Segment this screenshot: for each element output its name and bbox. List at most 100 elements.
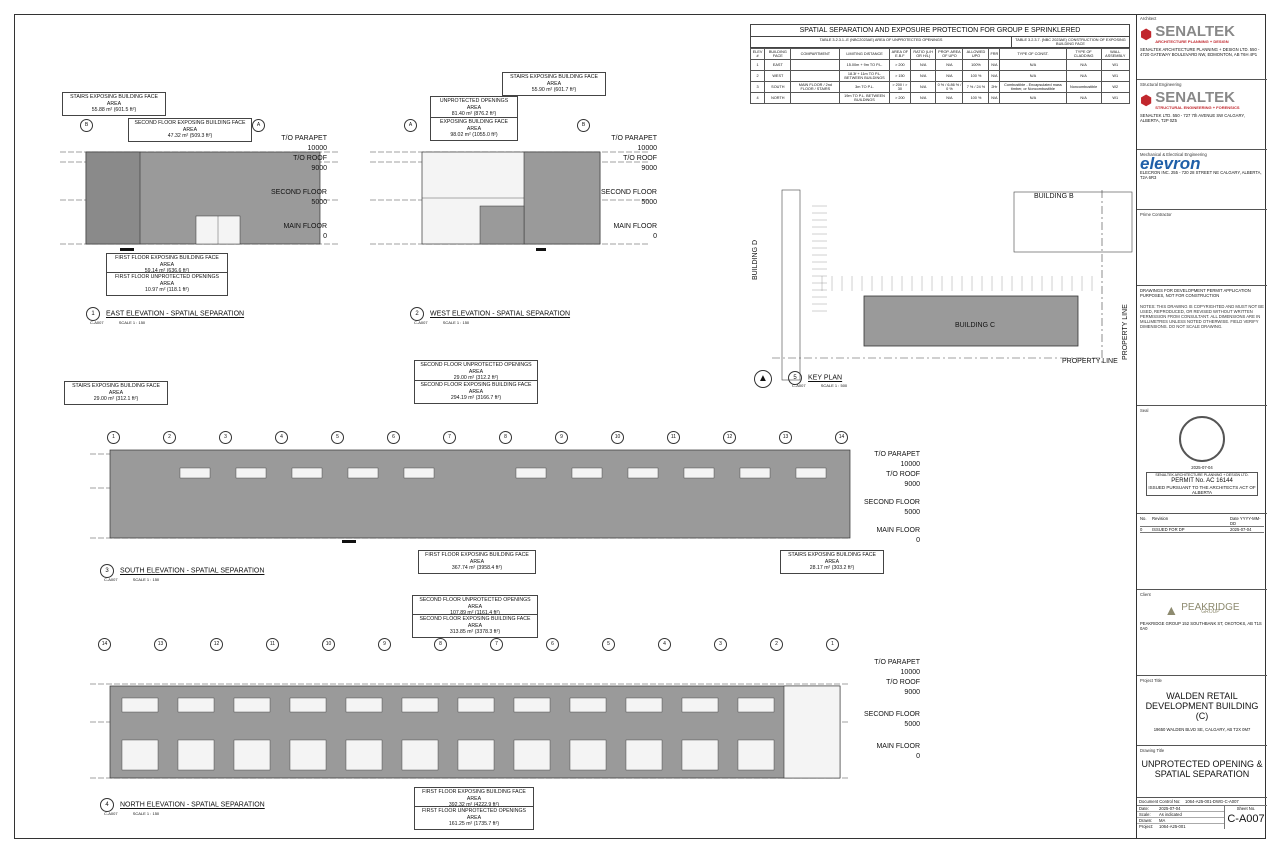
east-callout-second-ebf: SECOND FLOOR EXPOSING BUILDING FACE AREA… — [128, 118, 252, 142]
west-grid-b: B — [577, 119, 590, 132]
peakridge-logo-icon: ▲ — [1164, 601, 1179, 618]
table-cell: EAST — [764, 59, 792, 71]
grid-bubble: 9 — [555, 431, 568, 444]
table-cell: N/A — [988, 92, 1001, 104]
key-property-line-h: PROPERTY LINE — [1062, 358, 1118, 365]
grid-bubble: 6 — [387, 431, 400, 444]
window-opening — [289, 697, 327, 713]
window-opening — [345, 697, 383, 713]
table-cell: N/A — [988, 59, 1001, 71]
table-cell: W1 — [1100, 59, 1131, 71]
table-header-cell: FRR — [988, 48, 1001, 60]
table-cell: N/A — [909, 92, 937, 104]
east-elevation-drawing — [60, 151, 340, 251]
table-cell: 7 % / 24 % — [962, 81, 990, 93]
table-cell: N/A — [1065, 92, 1102, 104]
table-cell: W1 — [1100, 70, 1131, 82]
table-header-cell: TYPE OF CONST. — [999, 48, 1067, 60]
table-cell: 100% — [962, 59, 990, 71]
key-plan-sheet-ref: C-A007 SCALE 1 : 500 — [792, 383, 848, 388]
table-cell: N/A — [935, 59, 964, 71]
east-grid-a: A — [252, 119, 265, 132]
table-cell: > 200 — [888, 92, 911, 104]
table-header-cell: ELEV # — [749, 48, 766, 60]
window-opening — [683, 467, 715, 479]
west-grid-a: A — [404, 119, 417, 132]
document-info-section: Document Control No:1064-A25-001-DWG-C-A… — [1137, 798, 1267, 839]
table-header-cell: PROP. AREA OF UPO — [935, 48, 964, 60]
grid-bubble: 13 — [154, 638, 167, 651]
table-cell: 100 % — [962, 92, 990, 104]
senaltek-logo-icon: ⬢ — [1140, 25, 1153, 42]
window-opening — [179, 467, 211, 479]
table-cell: N/A — [935, 92, 964, 104]
window-opening — [289, 739, 327, 771]
grid-bubble: 5 — [331, 431, 344, 444]
table-cell: 3m TO P.L. — [839, 81, 890, 93]
grid-bubble: 4 — [275, 431, 288, 444]
table-cell: 0 % / 6.86 % / 0 % — [935, 81, 964, 93]
east-sheet-ref: C-A007 SCALE 1 : 150 — [90, 320, 146, 325]
window-opening — [235, 467, 267, 479]
table-cell: N/A — [988, 70, 1001, 82]
table-cell: WEST — [764, 70, 792, 82]
notes-section: DRAWINGS FOR DEVELOPMENT PERMIT APPLICAT… — [1137, 286, 1267, 406]
table-header-cell: TYPE OF CLADDING — [1065, 48, 1102, 60]
window-opening — [681, 739, 719, 771]
table-cell — [790, 59, 841, 71]
window-opening — [737, 697, 775, 713]
grid-bubble: 7 — [490, 638, 503, 651]
key-building-c: BUILDING C — [955, 322, 996, 329]
grid-bubble: 8 — [499, 431, 512, 444]
project-section: Project Title WALDEN RETAIL DEVELOPMENT … — [1137, 676, 1267, 746]
table-cell: 1 — [749, 59, 766, 71]
window-opening — [233, 697, 271, 713]
table-cell: 100 % — [962, 70, 990, 82]
window-opening — [625, 739, 663, 771]
grid-bubble: 13 — [779, 431, 792, 444]
grid-bubble: 10 — [611, 431, 624, 444]
grid-bubble: 3 — [219, 431, 232, 444]
grid-bubble: 12 — [210, 638, 223, 651]
table-cell: N/A — [1065, 70, 1102, 82]
table-cell: W2 — [1100, 81, 1131, 93]
table-header-cell: BUILDING FACE — [764, 48, 792, 60]
south-sheet-ref: C-A007 SCALE 1 : 150 — [104, 577, 160, 582]
east-grid-b: B — [80, 119, 93, 132]
spatial-separation-table: SPATIAL SEPARATION AND EXPOSURE PROTECTI… — [749, 24, 1131, 104]
grid-bubble: 11 — [266, 638, 279, 651]
table-cell: > 200 / > 30 — [888, 81, 911, 93]
key-building-b: BUILDING B — [1034, 193, 1074, 200]
window-opening — [513, 697, 551, 713]
grid-bubble: 9 — [378, 638, 391, 651]
window-opening — [515, 467, 547, 479]
table-header-cell: LIMITING DISTANCE — [839, 48, 890, 60]
table-cell: > 200 — [888, 59, 911, 71]
key-plan-drawing — [772, 189, 1133, 381]
west-elevation-drawing — [370, 151, 650, 251]
grid-bubble: 2 — [770, 638, 783, 651]
table-cell: N/A — [999, 70, 1067, 82]
window-opening — [177, 739, 215, 771]
table-cell: SOUTH — [764, 81, 792, 93]
seal-section: Seal 2025-07-04 SENALTEK ARCHITECTURE PL… — [1137, 406, 1267, 514]
table-cell: 2 — [749, 70, 766, 82]
table-header-cell: RATIO (L/H OR H/L) — [909, 48, 937, 60]
